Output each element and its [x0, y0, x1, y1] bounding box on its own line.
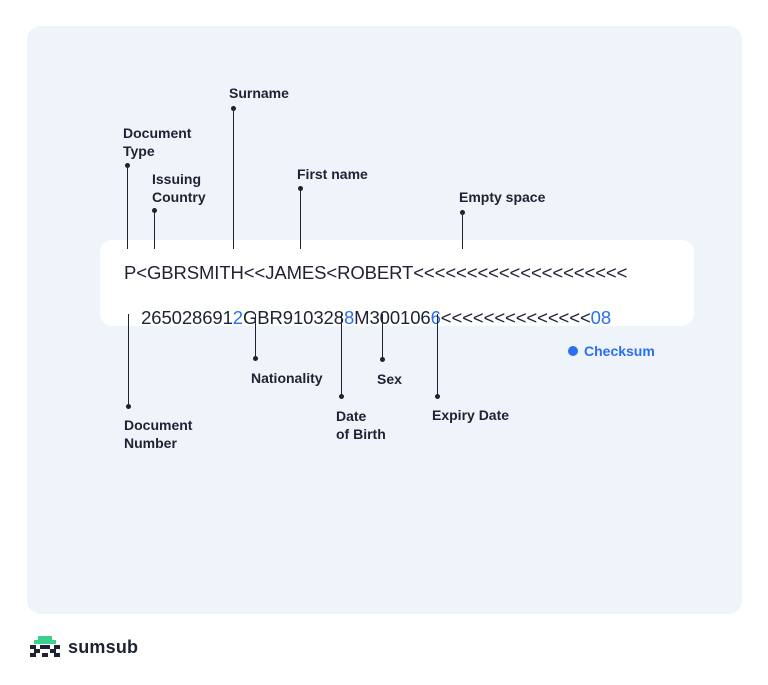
mrz-line-1: P<GBRSMITH<<JAMES<ROBERT<<<<<<<<<<<<<<<<… — [124, 262, 628, 283]
connector-dot — [339, 394, 344, 399]
label-date-of-birth: Date of Birth — [336, 408, 386, 442]
label-empty-space: Empty space — [459, 189, 546, 205]
connector-dot — [380, 357, 385, 362]
label-issuing-country: Issuing Country — [152, 171, 206, 205]
mrz-segment-filler: <<<<<<<<<<<<<< — [440, 307, 591, 328]
label-nationality: Nationality — [251, 370, 323, 386]
connector-line — [128, 314, 129, 406]
connector-line — [341, 314, 342, 396]
label-first-name: First name — [297, 166, 368, 182]
connector-dot — [126, 404, 131, 409]
connector-line — [462, 212, 463, 249]
connector-line — [255, 314, 256, 358]
mrz-checksum-document-number: 2 — [232, 307, 243, 328]
mrz-segment-nationality-dob: GBR910328 — [243, 307, 344, 328]
checksum-legend: Checksum — [568, 343, 655, 359]
connector-line — [382, 314, 383, 359]
connector-line — [154, 210, 155, 249]
mrz-checksum-dob: 8 — [343, 307, 355, 328]
connector-line — [437, 314, 438, 396]
label-document-type: Document Type — [123, 125, 192, 159]
connector-line — [127, 165, 128, 249]
label-expiry-date: Expiry Date — [432, 407, 510, 423]
label-sex: Sex — [377, 371, 402, 387]
sumsub-logo-icon — [30, 636, 60, 657]
connector-line — [233, 108, 234, 249]
checksum-legend-label: Checksum — [584, 343, 655, 359]
mrz-checksum-expiry: 6 — [430, 307, 441, 328]
label-surname: Surname — [229, 85, 289, 101]
mrz-box — [100, 240, 694, 326]
label-document-number: Document Number — [124, 417, 193, 451]
connector-dot — [435, 394, 440, 399]
mrz-checksum-composite: 08 — [590, 307, 612, 328]
mrz-line-2: 2650286912GBR9103288M3001066<<<<<<<<<<<<… — [131, 285, 611, 329]
connector-line — [300, 188, 301, 249]
mrz-segment-document-number: 265028691 — [141, 307, 233, 328]
brand-logo: sumsub — [28, 636, 138, 658]
checksum-legend-dot — [568, 346, 578, 356]
brand-name: sumsub — [68, 636, 139, 657]
mrz-segment-sex-expiry: M300106 — [354, 307, 431, 328]
connector-dot — [253, 356, 258, 361]
